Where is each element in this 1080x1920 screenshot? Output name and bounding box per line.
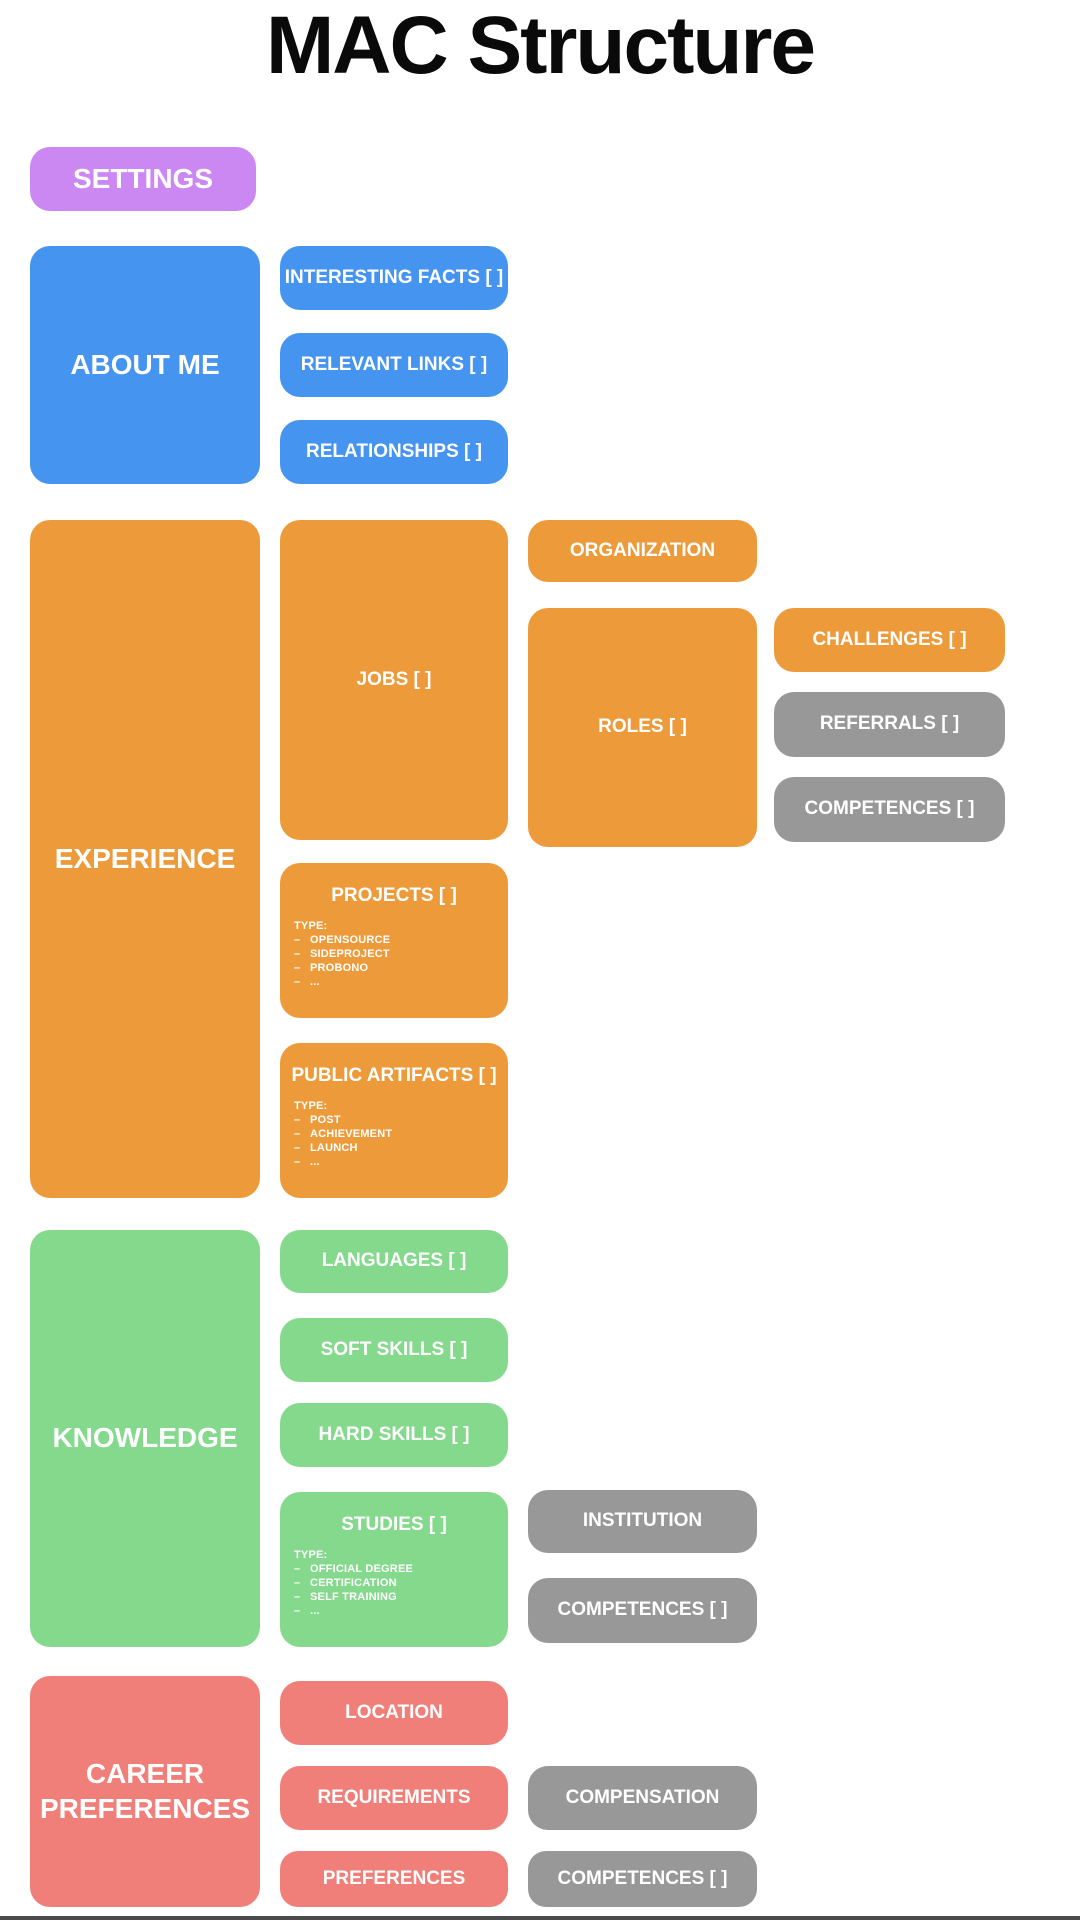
dash-bullet: – xyxy=(294,1590,301,1603)
type-item: OFFICIAL DEGREE xyxy=(310,1562,414,1575)
organization-node: ORGANIZATION xyxy=(528,520,757,582)
dash-bullet: – xyxy=(294,1127,301,1140)
dash-bullet: – xyxy=(294,1604,301,1617)
type-label: TYPE: xyxy=(294,1548,328,1561)
experience-node: EXPERIENCE xyxy=(30,520,260,1198)
compensation-node: COMPENSATION xyxy=(528,1766,757,1830)
hard-skills-node: HARD SKILLS [ ] xyxy=(280,1403,508,1467)
institution-node: INSTITUTION xyxy=(528,1490,757,1553)
compensation-label: COMPENSATION xyxy=(565,1786,720,1808)
public-artifacts-node: PUBLIC ARTIFACTS [ ] TYPE: –POST –ACHIEV… xyxy=(280,1043,508,1198)
projects-label: PROJECTS [ ] xyxy=(331,885,457,906)
experience-label: EXPERIENCE xyxy=(54,842,236,874)
type-item: ACHIEVEMENT xyxy=(310,1127,393,1140)
location-node: LOCATION xyxy=(280,1681,508,1745)
dash-bullet: – xyxy=(294,947,301,960)
career-preferences-node: CAREER PREFERENCES xyxy=(30,1676,260,1907)
soft-skills-label: SOFT SKILLS [ ] xyxy=(320,1338,468,1360)
experience-competences-node: COMPETENCES [ ] xyxy=(774,777,1005,842)
languages-node: LANGUAGES [ ] xyxy=(280,1230,508,1293)
type-label: TYPE: xyxy=(294,919,328,932)
about-me-label: ABOUT ME xyxy=(70,348,220,380)
referrals-node: REFERRALS [ ] xyxy=(774,692,1005,757)
type-label: TYPE: xyxy=(294,1099,328,1112)
studies-type-list: TYPE: –OFFICIAL DEGREE –CERTIFICATION –S… xyxy=(280,1548,508,1618)
dash-bullet: – xyxy=(294,1113,301,1126)
career-competences-node: COMPETENCES [ ] xyxy=(528,1851,757,1907)
location-label: LOCATION xyxy=(345,1701,443,1723)
knowledge-competences-label: COMPETENCES [ ] xyxy=(557,1599,728,1621)
page-title: MAC Structure xyxy=(265,0,816,91)
projects-node: PROJECTS [ ] TYPE: –OPENSOURCE –SIDEPROJ… xyxy=(280,863,508,1018)
relationships-label: RELATIONSHIPS [ ] xyxy=(306,440,482,462)
settings-label: SETTINGS xyxy=(72,162,213,194)
languages-label: LANGUAGES [ ] xyxy=(321,1250,467,1272)
type-item: ... xyxy=(310,1604,320,1617)
type-item: SIDEPROJECT xyxy=(310,947,390,960)
roles-node: ROLES [ ] xyxy=(528,608,757,847)
studies-label: STUDIES [ ] xyxy=(341,1514,447,1535)
organization-label: ORGANIZATION xyxy=(569,539,716,561)
jobs-node: JOBS [ ] xyxy=(280,520,508,840)
dash-bullet: – xyxy=(294,1141,301,1154)
career-competences-label: COMPETENCES [ ] xyxy=(557,1867,728,1889)
type-item: ... xyxy=(310,1155,320,1168)
about-me-node: ABOUT ME xyxy=(30,246,260,484)
referrals-label: REFERRALS [ ] xyxy=(819,713,960,735)
relevant-links-label: RELEVANT LINKS [ ] xyxy=(300,353,488,375)
roles-label: ROLES [ ] xyxy=(598,716,687,738)
career-preferences-label: CAREER PREFERENCES xyxy=(39,1758,251,1824)
dash-bullet: – xyxy=(294,1155,301,1168)
bottom-edge-line xyxy=(0,1916,1080,1920)
type-item: CERTIFICATION xyxy=(310,1576,397,1589)
type-item: SELF TRAINING xyxy=(310,1590,397,1603)
jobs-label: JOBS [ ] xyxy=(356,668,432,690)
type-item: PROBONO xyxy=(310,961,369,974)
type-item: OPENSOURCE xyxy=(310,933,391,946)
dash-bullet: – xyxy=(294,1562,301,1575)
knowledge-competences-node: COMPETENCES [ ] xyxy=(528,1578,757,1643)
knowledge-label: KNOWLEDGE xyxy=(52,1422,238,1454)
experience-competences-label: COMPETENCES [ ] xyxy=(804,798,975,820)
dash-bullet: – xyxy=(294,975,301,988)
type-item: POST xyxy=(310,1113,341,1126)
studies-node: STUDIES [ ] TYPE: –OFFICIAL DEGREE –CERT… xyxy=(280,1492,508,1647)
dash-bullet: – xyxy=(294,1576,301,1589)
preferences-label: PREFERENCES xyxy=(322,1867,466,1889)
type-item: LAUNCH xyxy=(310,1141,358,1154)
dash-bullet: – xyxy=(294,933,301,946)
public-artifacts-type-list: TYPE: –POST –ACHIEVEMENT –LAUNCH –... xyxy=(280,1099,508,1169)
soft-skills-node: SOFT SKILLS [ ] xyxy=(280,1318,508,1382)
requirements-label: REQUIREMENTS xyxy=(317,1786,471,1808)
challenges-label: CHALLENGES [ ] xyxy=(812,628,967,650)
dash-bullet: – xyxy=(294,961,301,974)
hard-skills-label: HARD SKILLS [ ] xyxy=(318,1423,470,1445)
relationships-node: RELATIONSHIPS [ ] xyxy=(280,420,508,484)
settings-node: SETTINGS xyxy=(30,147,256,211)
knowledge-node: KNOWLEDGE xyxy=(30,1230,260,1647)
requirements-node: REQUIREMENTS xyxy=(280,1766,508,1830)
interesting-facts-label: INTERESTING FACTS [ ] xyxy=(284,266,504,288)
preferences-node: PREFERENCES xyxy=(280,1851,508,1907)
public-artifacts-label: PUBLIC ARTIFACTS [ ] xyxy=(291,1065,497,1086)
challenges-node: CHALLENGES [ ] xyxy=(774,608,1005,672)
type-item: ... xyxy=(310,975,320,988)
projects-type-list: TYPE: –OPENSOURCE –SIDEPROJECT –PROBONO … xyxy=(280,919,508,989)
relevant-links-node: RELEVANT LINKS [ ] xyxy=(280,333,508,397)
institution-label: INSTITUTION xyxy=(582,1510,703,1532)
interesting-facts-node: INTERESTING FACTS [ ] xyxy=(280,246,508,310)
